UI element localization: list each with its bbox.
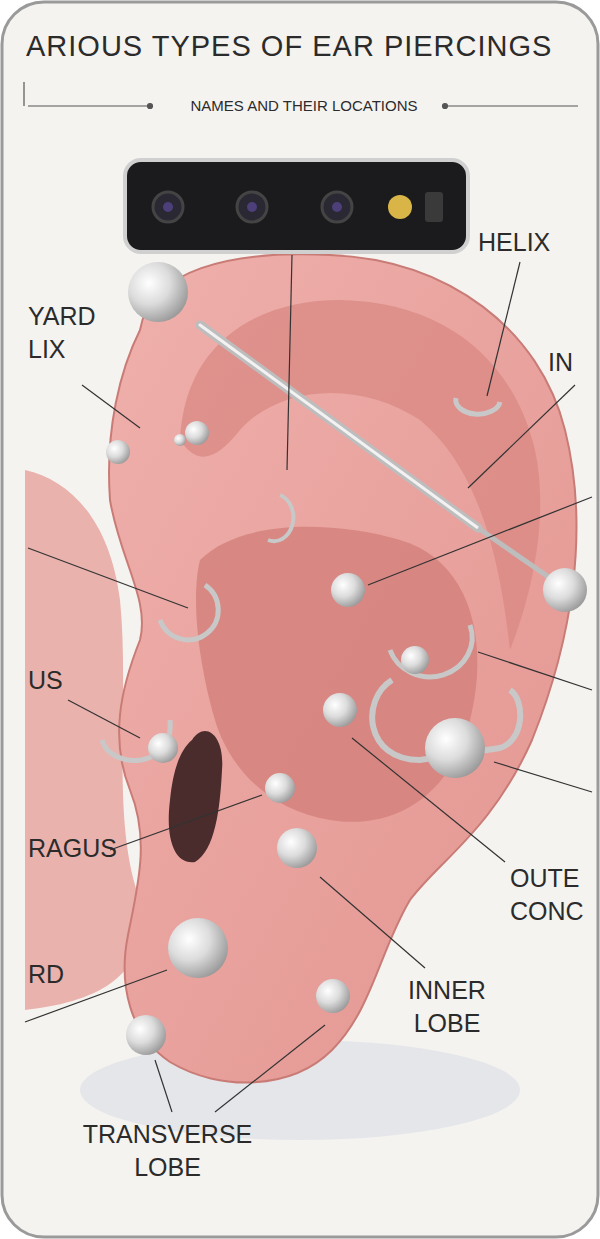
subtitle: NAMES AND THEIR LOCATIONS [187, 96, 422, 116]
part-name: INNER LOBE [402, 974, 492, 1039]
camera-bar [125, 160, 468, 252]
part-name: RD [28, 958, 64, 991]
part-name: HELIX [478, 226, 550, 259]
part-name: YARD LIX [28, 300, 100, 365]
part-name: RAGUS [28, 832, 117, 865]
leader-lines [25, 255, 592, 1112]
piercings [102, 262, 587, 1055]
title: ARIOUS TYPES OF EAR PIERCINGS [26, 28, 552, 66]
concha [196, 527, 477, 822]
ear-outline [109, 254, 576, 1082]
part-name: TRANSVERSE LOBE [80, 1118, 255, 1183]
part-name: US [28, 664, 63, 697]
part-name: OUTE CONC [510, 862, 590, 927]
part-name: IN [548, 346, 573, 379]
